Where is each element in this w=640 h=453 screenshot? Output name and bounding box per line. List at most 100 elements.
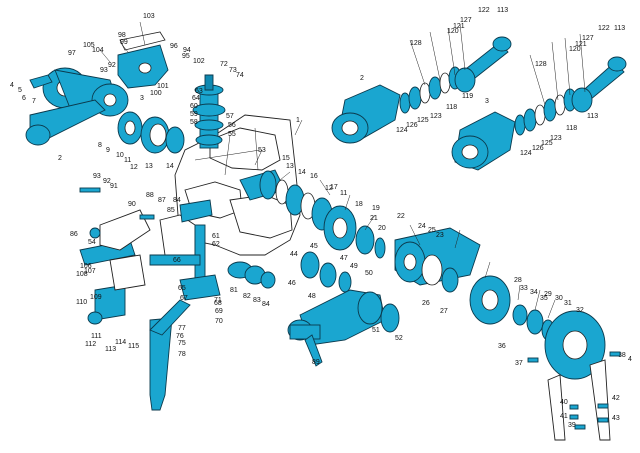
label-127-a: 127 xyxy=(460,17,472,24)
label-113-b: 113 xyxy=(614,25,625,32)
label-29: 29 xyxy=(544,291,552,298)
label-118-b: 118 xyxy=(566,125,577,132)
final-drive-lower xyxy=(451,56,627,171)
label-95: 95 xyxy=(182,53,190,60)
label-84-b: 84 xyxy=(262,301,270,308)
label-113-d: 113 xyxy=(105,346,116,353)
label-33: 33 xyxy=(520,285,528,292)
label-11: 11 xyxy=(124,157,131,164)
label-89: 89 xyxy=(312,359,320,366)
label-34: 34 xyxy=(530,289,538,296)
label-127-b: 127 xyxy=(582,35,594,42)
label-56: 56 xyxy=(228,122,236,129)
label-36: 36 xyxy=(498,343,506,350)
label-71: 71 xyxy=(214,297,222,304)
label-9: 9 xyxy=(106,147,110,154)
central-housing xyxy=(159,114,301,263)
label-76: 76 xyxy=(176,333,184,340)
label-105: 105 xyxy=(83,42,95,49)
label-5: 5 xyxy=(18,87,22,94)
label-26: 26 xyxy=(422,300,430,307)
label-47: 47 xyxy=(340,255,348,262)
label-49: 49 xyxy=(350,263,358,270)
label-44: 44 xyxy=(290,251,298,258)
label-35: 35 xyxy=(540,295,548,302)
label-94: 94 xyxy=(183,47,191,54)
label-25: 25 xyxy=(428,227,436,234)
label-12: 12 xyxy=(130,164,138,171)
lower-central-assembly xyxy=(79,187,400,411)
label-120-a: 120 xyxy=(447,28,459,35)
label-87: 87 xyxy=(158,197,166,204)
label-110: 110 xyxy=(76,299,87,306)
label-81: 81 xyxy=(230,287,238,294)
label-84-a: 84 xyxy=(173,197,181,204)
label-73: 73 xyxy=(229,67,237,74)
top-left-axle-assembly xyxy=(25,31,226,154)
label-57: 57 xyxy=(226,113,234,120)
label-50: 50 xyxy=(365,270,373,277)
label-19: 19 xyxy=(372,205,380,212)
label-113-c: 113 xyxy=(587,113,598,120)
label-11-b: 11 xyxy=(340,190,347,197)
label-3: 3 xyxy=(140,95,144,102)
label-59: 59 xyxy=(190,111,198,118)
label-111: 111 xyxy=(91,333,102,340)
label-40: 40 xyxy=(560,399,568,406)
label-92-b: 92 xyxy=(103,178,111,185)
label-18: 18 xyxy=(355,201,363,208)
label-88: 88 xyxy=(146,192,154,199)
label-98: 98 xyxy=(118,32,126,39)
label-64: 64 xyxy=(192,95,200,102)
label-32: 32 xyxy=(576,307,584,314)
label-66: 66 xyxy=(173,257,181,264)
label-15: 15 xyxy=(282,155,290,162)
middle-gear-train xyxy=(239,169,611,441)
label-126-b: 126 xyxy=(532,145,544,152)
label-74: 74 xyxy=(236,72,244,79)
label-27: 27 xyxy=(440,308,448,315)
label-55: 55 xyxy=(228,131,236,138)
label-58: 58 xyxy=(190,119,198,126)
part-labels: 103 98 99 105 104 97 96 95 94 93 92 102 … xyxy=(10,7,632,429)
label-123-b: 123 xyxy=(550,135,562,142)
label-61: 61 xyxy=(212,233,220,240)
label-97: 97 xyxy=(68,50,76,57)
bolt-set xyxy=(527,351,621,430)
label-28: 28 xyxy=(514,277,522,284)
label-109: 109 xyxy=(90,294,102,301)
label-124-a: 124 xyxy=(396,127,408,134)
label-121-a: 121 xyxy=(453,23,465,30)
label-68: 68 xyxy=(214,300,222,307)
label-122-b: 122 xyxy=(598,25,610,32)
label-121-b: 121 xyxy=(575,41,587,48)
label-101: 101 xyxy=(157,83,169,90)
label-43: 43 xyxy=(612,415,620,422)
label-38: 38 xyxy=(618,352,626,359)
label-86: 86 xyxy=(70,231,78,238)
label-37: 37 xyxy=(515,360,523,367)
label-39: 39 xyxy=(568,422,576,429)
label-13-b: 13 xyxy=(286,163,294,170)
label-123-a: 123 xyxy=(430,113,442,120)
label-128-b: 128 xyxy=(535,61,547,68)
label-103: 103 xyxy=(143,13,155,20)
label-13: 13 xyxy=(145,163,153,170)
label-83: 83 xyxy=(253,297,261,304)
label-78: 78 xyxy=(178,351,186,358)
label-108: 108 xyxy=(76,271,88,278)
label-115: 115 xyxy=(128,343,139,350)
label-107: 107 xyxy=(84,268,96,275)
label-113-a: 113 xyxy=(497,7,508,14)
label-8: 8 xyxy=(98,142,102,149)
label-93-b: 93 xyxy=(93,173,101,180)
label-118-a: 118 xyxy=(446,104,457,111)
label-24: 24 xyxy=(418,223,426,230)
label-10: 10 xyxy=(116,152,124,159)
label-53: 53 xyxy=(258,147,266,154)
label-92: 92 xyxy=(108,62,116,69)
label-128-a: 128 xyxy=(410,40,422,47)
final-drive-upper xyxy=(331,36,512,144)
